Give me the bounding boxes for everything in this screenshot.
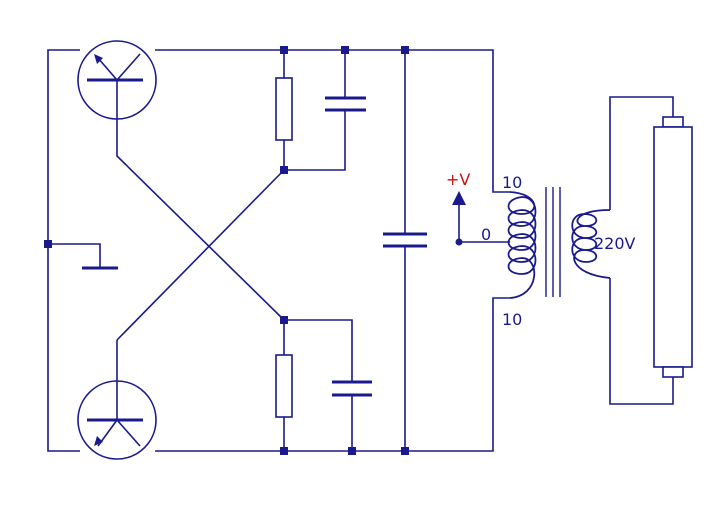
- primary-top-label: 10: [502, 173, 522, 192]
- ground-wire: [48, 243, 101, 268]
- primary-bottom-label: 10: [502, 310, 522, 329]
- top-rail-wire: [155, 49, 510, 193]
- supply-label: +V: [446, 170, 470, 189]
- transformer-primary-coil: [507, 191, 537, 299]
- cross-wire-top-to-bottom: [116, 120, 285, 321]
- transformer-core: [545, 187, 561, 297]
- transformer-secondary-coil: [571, 209, 611, 279]
- left-bus-wire: [47, 49, 80, 452]
- resistor-bottom: [275, 354, 293, 418]
- resistor-top: [275, 77, 293, 141]
- cross-wire-bottom-to-top: [116, 169, 285, 341]
- transistor-bottom: [77, 340, 157, 460]
- secondary-label: 220V: [594, 234, 636, 253]
- primary-center-label: 0: [481, 225, 491, 244]
- bottom-rail-wire: [155, 297, 510, 452]
- supply-arrow-icon: [452, 191, 466, 205]
- secondary-wires: [609, 96, 674, 405]
- top-rc-wires: [283, 50, 346, 171]
- junction-dots: [44, 46, 463, 455]
- transistor-top: [77, 40, 157, 120]
- bottom-rc-wires: [283, 319, 353, 451]
- fluorescent-tube: [653, 116, 693, 378]
